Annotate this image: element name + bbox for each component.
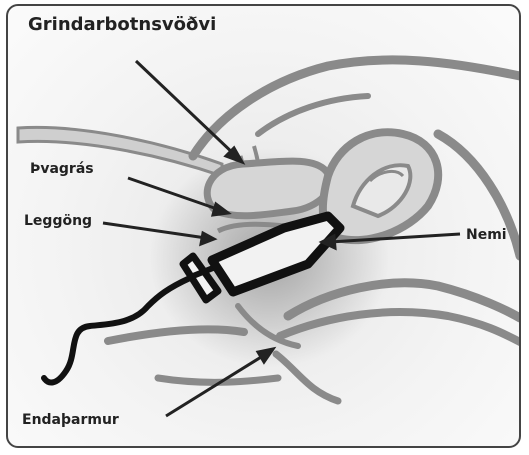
label-sensor: Nemi	[466, 228, 507, 242]
label-pelvic-floor: Grindarbotnsvöðvi	[28, 16, 216, 34]
label-urethra: Þvagrás	[30, 162, 94, 176]
label-vagina: Leggöng	[24, 214, 92, 228]
label-rectum: Endaþarmur	[22, 413, 119, 427]
diagram-frame: Grindarbotnsvöðvi Þvagrás Leggöng Nemi E…	[6, 4, 521, 448]
bladder	[207, 161, 330, 216]
rectum-arrow	[166, 354, 266, 416]
